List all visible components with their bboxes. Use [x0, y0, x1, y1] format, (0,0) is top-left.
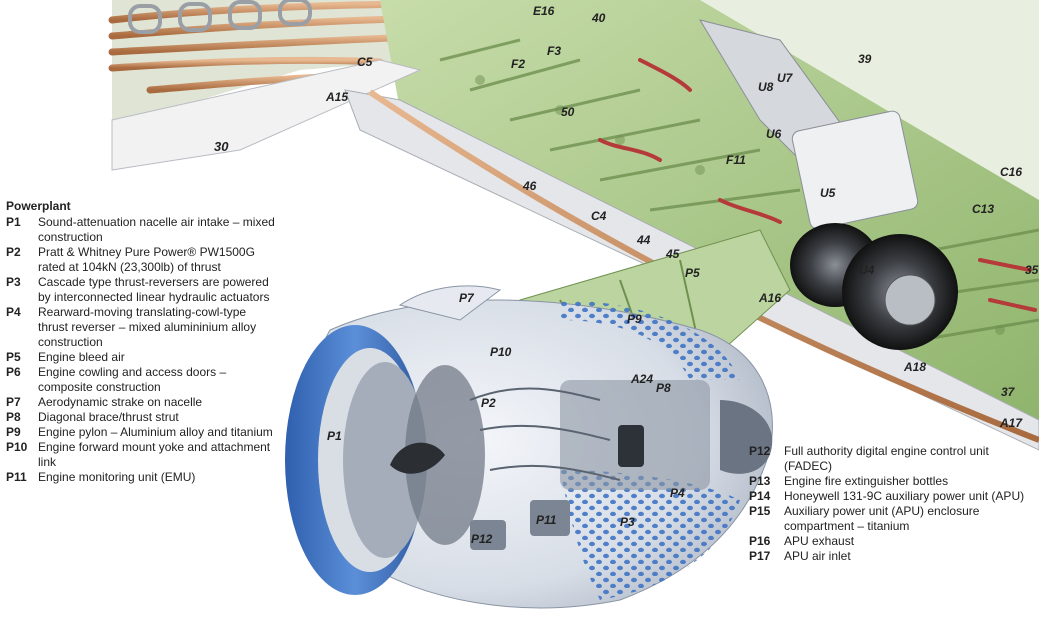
legend-text: Rearward-moving translating-cowl-type th… [38, 305, 257, 349]
callout-P12: P12 [471, 532, 493, 546]
callout-A24: A24 [630, 372, 653, 386]
legend-text: Engine pylon – Aluminium alloy and titan… [38, 425, 273, 439]
engine-nacelle [285, 285, 773, 609]
callout-37: 37 [1001, 385, 1016, 399]
callout-U8: U8 [758, 80, 774, 94]
legend-code: P9 [6, 425, 21, 439]
legend-text: Engine cowling and access doors – compos… [38, 365, 227, 394]
legend-text: Engine fire extinguisher bottles [784, 474, 949, 488]
legend-text: Engine bleed air [38, 350, 125, 364]
legend-item: P10 Engine forward mount yoke and attachm… [6, 440, 276, 470]
legend-heading: Powerplant [6, 199, 71, 213]
legend-code: P13 [749, 474, 771, 488]
callout-C13: C13 [972, 202, 994, 216]
callout-C16: C16 [1000, 165, 1022, 179]
legend-item: P2 Pratt & Whitney Pure Power® PW1500G ra… [6, 245, 276, 275]
callout-F2: F2 [511, 57, 525, 71]
legend-text: Cascade type thrust-reversers are powere… [38, 275, 270, 304]
legend-item: P15 Auxiliary power unit (APU) enclosure … [749, 504, 1034, 534]
legend-item: P16 APU exhaust [749, 534, 1034, 549]
callout-C5: C5 [357, 55, 373, 69]
legend-text: Engine monitoring unit (EMU) [38, 470, 196, 484]
legend-code: P5 [6, 350, 21, 364]
legend-text: Full authority digital engine control un… [784, 444, 989, 473]
legend-text: Engine forward mount yoke and attachment… [38, 440, 271, 469]
legend-item: P1 Sound-attenuation nacelle air intake –… [6, 215, 276, 245]
fuselage-bay [108, 0, 1039, 250]
legend-text: Pratt & Whitney Pure Power® PW1500G rate… [38, 245, 255, 274]
legend-text: APU exhaust [784, 534, 855, 548]
callout-40: 40 [591, 11, 606, 25]
callout-39: 39 [858, 52, 872, 66]
callout-P7: P7 [459, 291, 475, 305]
legend-text: Sound-attenuation nacelle air intake – m… [38, 215, 275, 244]
legend-code: P14 [749, 489, 771, 503]
callout-P1: P1 [327, 429, 342, 443]
legend-item: P13 Engine fire extinguisher bottles [749, 474, 1034, 489]
legend-code: P15 [749, 504, 771, 518]
legend-item: P5 Engine bleed air [6, 350, 276, 365]
callout-P9: P9 [627, 312, 642, 326]
powerplant-legend-continued: P12 Full authority digital engine control… [749, 444, 1034, 564]
callout-A15: A15 [325, 90, 348, 104]
callout-F11: F11 [726, 153, 746, 167]
callout-C4: C4 [591, 209, 607, 223]
callout-A18: A18 [903, 360, 926, 374]
callout-50: 50 [561, 105, 575, 119]
callout-46: 46 [522, 179, 537, 193]
callout-35: 35 [1025, 263, 1039, 277]
legend-text: Honeywell 131-9C auxiliary power unit (A… [784, 489, 1025, 503]
callout-E16: E16 [533, 4, 555, 18]
callout-45: 45 [665, 247, 680, 261]
callout-U7: U7 [777, 71, 794, 85]
callout-44: 44 [636, 233, 651, 247]
legend-text: Aerodynamic strake on nacelle [38, 395, 203, 409]
legend-code: P10 [6, 440, 28, 454]
callout-P2: P2 [481, 396, 496, 410]
legend-code: P12 [749, 444, 771, 458]
callout-P4: P4 [670, 486, 685, 500]
legend-code: P4 [6, 305, 21, 319]
callout-A17: A17 [999, 416, 1023, 430]
legend-item: P11 Engine monitoring unit (EMU) [6, 470, 276, 485]
legend-text: Auxiliary power unit (APU) enclosure com… [784, 504, 980, 533]
callout-P5: P5 [685, 266, 700, 280]
legend-item: P8 Diagonal brace/thrust strut [6, 410, 276, 425]
legend-text: APU air inlet [784, 549, 851, 563]
legend-code: P11 [6, 470, 27, 484]
legend-item: P3 Cascade type thrust-reversers are powe… [6, 275, 276, 305]
legend-code: P7 [6, 395, 21, 409]
legend-item: P9 Engine pylon – Aluminium alloy and tit… [6, 425, 276, 440]
legend-code: P8 [6, 410, 21, 424]
legend-code: P6 [6, 365, 21, 379]
callout-P3: P3 [620, 515, 635, 529]
legend-code: P16 [749, 534, 771, 548]
legend-item: P4 Rearward-moving translating-cowl-type … [6, 305, 276, 350]
legend-code: P3 [6, 275, 21, 289]
legend-item: P6 Engine cowling and access doors – comp… [6, 365, 276, 395]
callout-30: 30 [214, 139, 229, 154]
callout-P10: P10 [490, 345, 512, 359]
legend-code: P1 [6, 215, 21, 229]
legend-item: P7 Aerodynamic strake on nacelle [6, 395, 276, 410]
callout-U4: U4 [859, 263, 875, 277]
callout-U6: U6 [766, 127, 782, 141]
legend-code: P2 [6, 245, 21, 259]
callout-F3: F3 [547, 44, 561, 58]
callout-P8: P8 [656, 381, 671, 395]
legend-item: P14 Honeywell 131-9C auxiliary power unit… [749, 489, 1034, 504]
callout-labels: E16 40 F3 F2 C5 A15 30 50 39 U7 U8 U6 F1… [214, 4, 1039, 546]
callout-U5: U5 [820, 186, 836, 200]
powerplant-legend: Powerplant P1 Sound-attenuation nacelle a… [6, 199, 276, 485]
callout-A16: A16 [758, 291, 781, 305]
callout-P11: P11 [536, 513, 557, 527]
legend-text: Diagonal brace/thrust strut [38, 410, 179, 424]
main-landing-gear [698, 19, 958, 350]
legend-code: P17 [749, 549, 771, 563]
legend-item: P17 APU air inlet [749, 549, 1034, 564]
legend-item: P12 Full authority digital engine control… [749, 444, 1034, 474]
